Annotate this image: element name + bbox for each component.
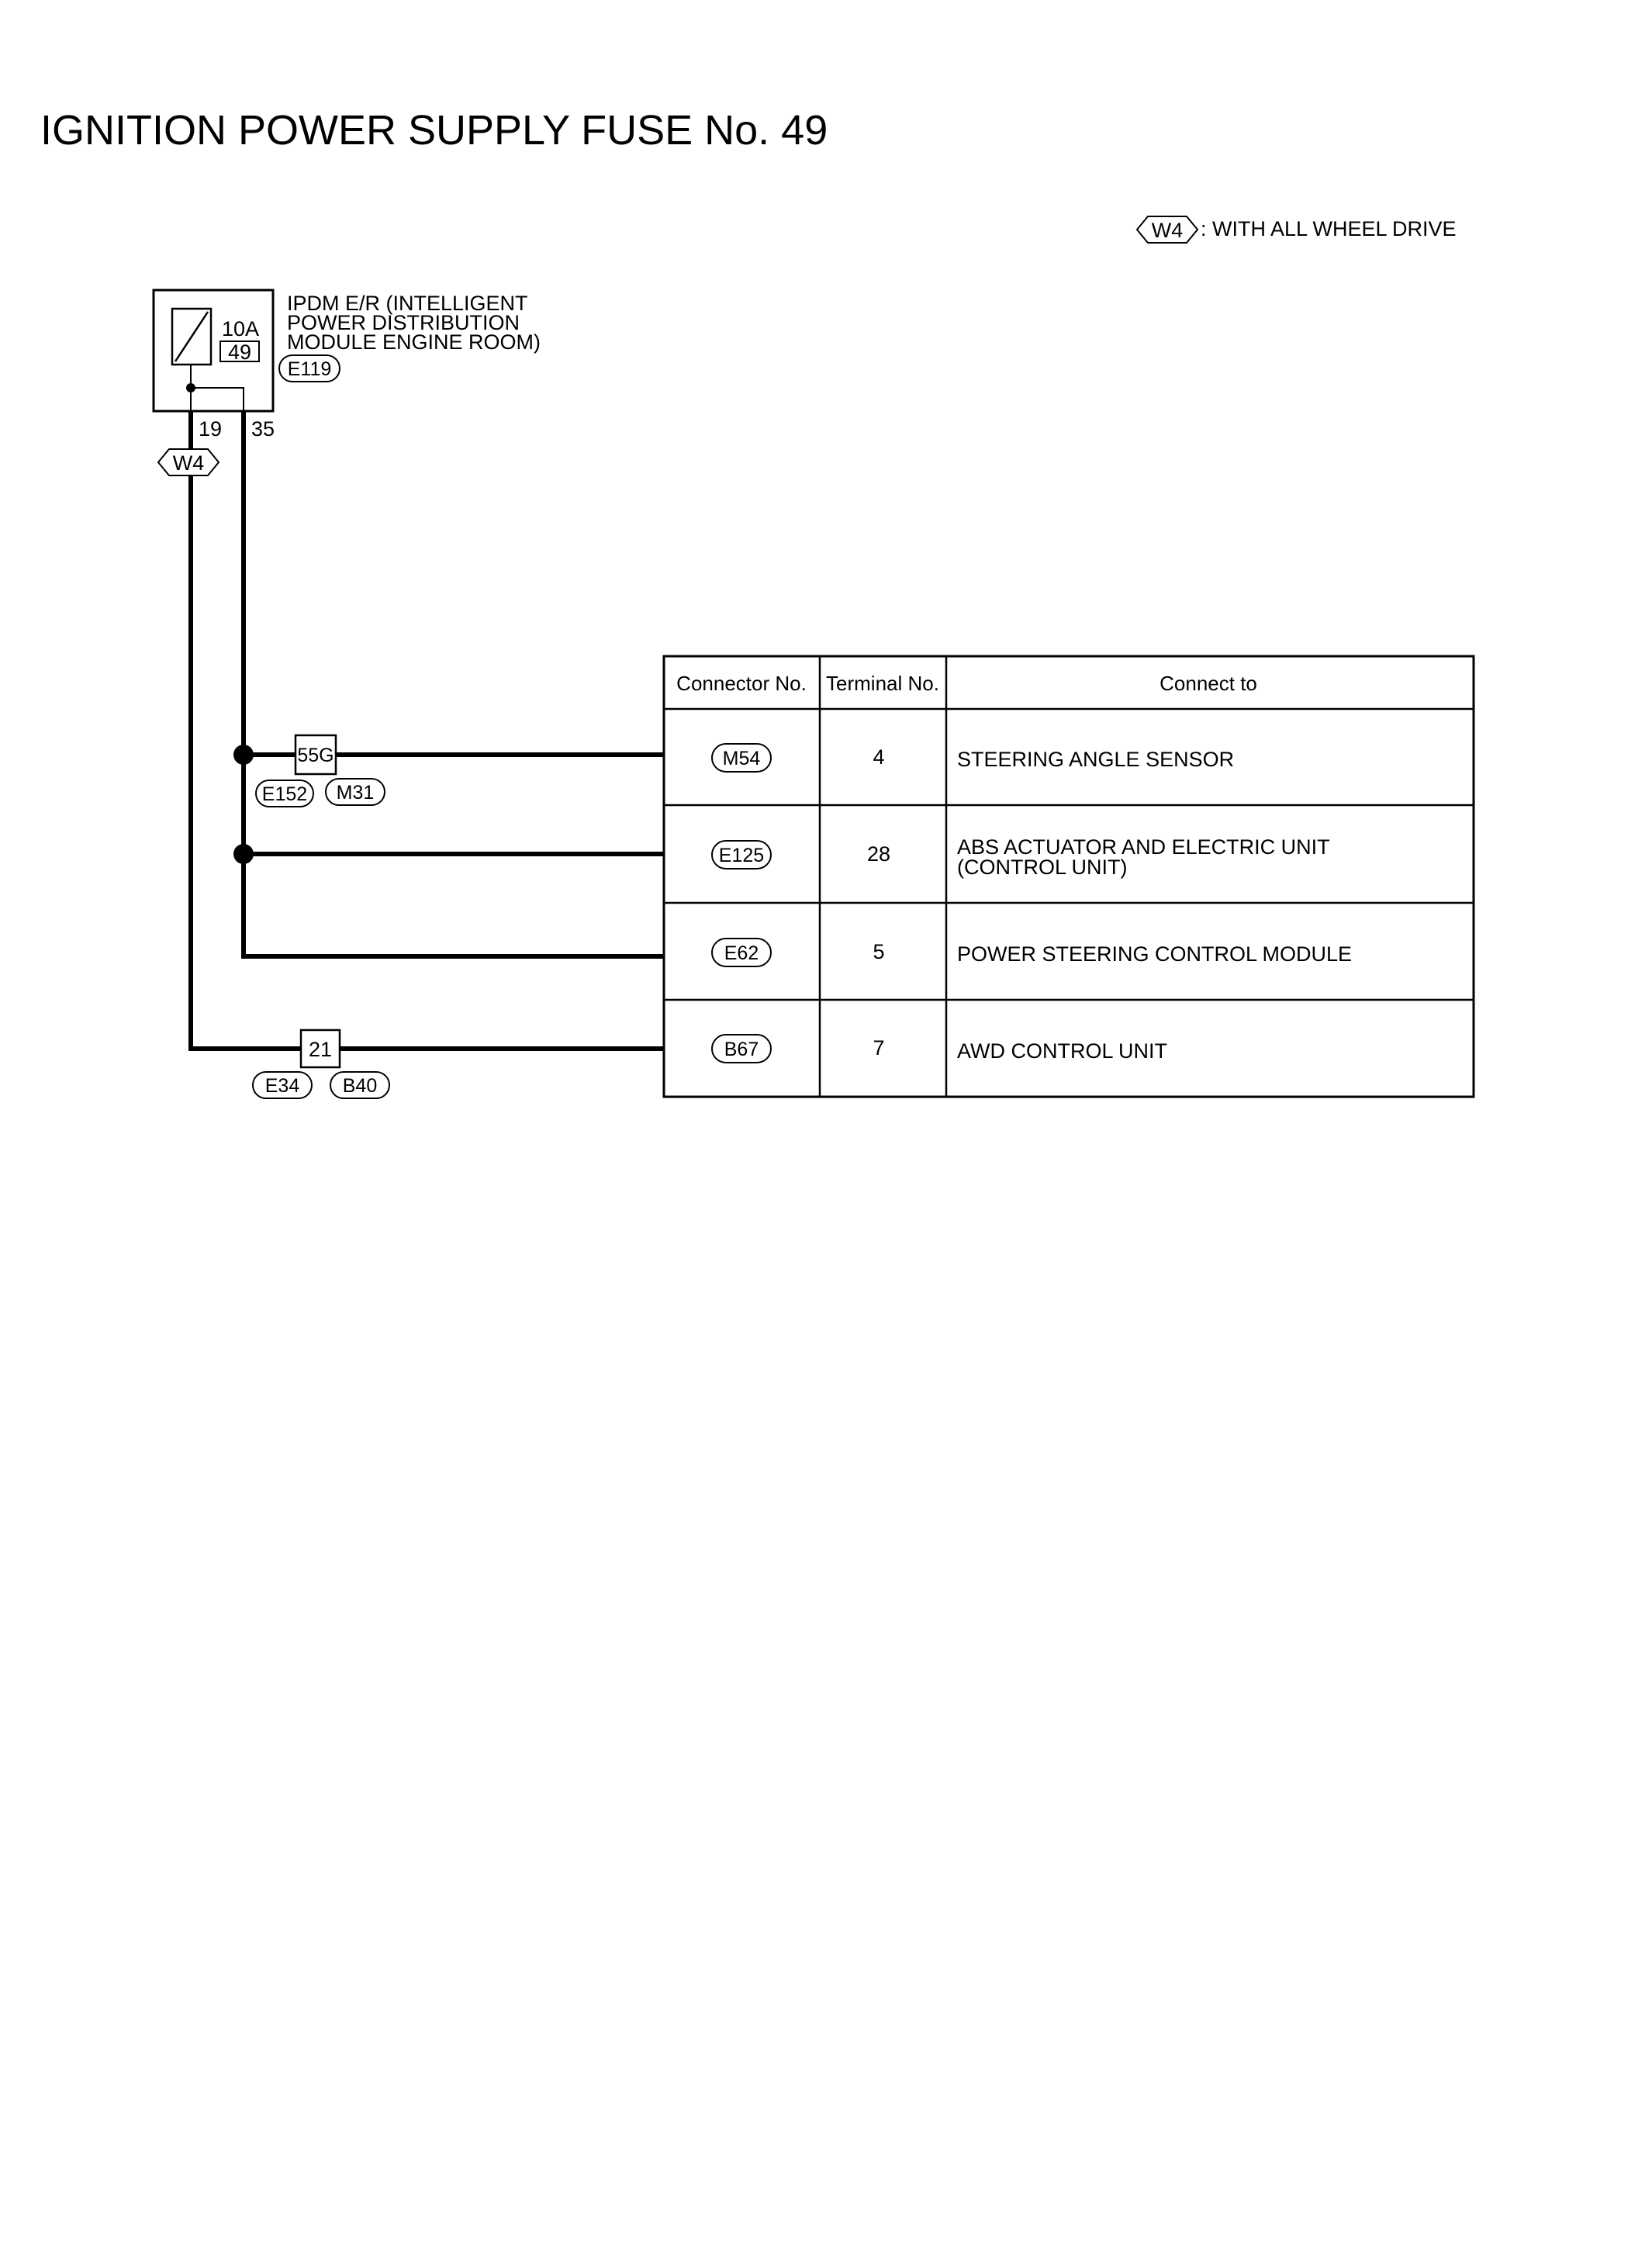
ipdm-connector-badge <box>278 354 340 382</box>
connect-to-label: STEERING ANGLE SENSOR <box>957 748 1234 771</box>
connector-code: M54 <box>723 748 761 769</box>
table-row: E62 5 POWER STEERING CONTROL MODULE <box>711 938 1352 967</box>
table-header-terminal: Terminal No. <box>826 672 939 695</box>
splice-junction-upper <box>233 745 254 765</box>
connector-badge <box>711 743 772 773</box>
connector-badge <box>711 1034 772 1063</box>
splice-connector-badge <box>325 778 385 806</box>
connector-code: B67 <box>724 1039 759 1060</box>
connector-badge <box>711 840 772 869</box>
ipdm-terminal-19: 19 <box>199 417 222 441</box>
ipdm-terminal-35: 35 <box>251 417 275 441</box>
legend: W4 : WITH ALL WHEEL DRIVE <box>1135 216 1457 244</box>
splice-connector-code: E152 <box>262 783 307 805</box>
connect-to-label: ABS ACTUATOR AND ELECTRIC UNIT <box>957 835 1330 859</box>
ipdm-internal-junction <box>186 383 195 392</box>
terminal-number: 4 <box>873 745 884 769</box>
splice-terminal-label: 55G <box>297 745 334 766</box>
legend-option-code: W4 <box>1152 219 1184 242</box>
connect-to-label: POWER STEERING CONTROL MODULE <box>957 942 1352 966</box>
connect-to-label: AWD CONTROL UNIT <box>957 1039 1167 1063</box>
page-title: IGNITION POWER SUPPLY FUSE No. 49 <box>40 107 828 154</box>
splice-terminal-box <box>294 734 337 776</box>
terminal-number: 7 <box>873 1036 884 1060</box>
fuse-number-box <box>219 341 260 362</box>
connector-code: E125 <box>719 845 764 866</box>
table-frame <box>662 655 1475 1098</box>
ipdm-name-line-2: POWER DISTRIBUTION <box>287 311 520 334</box>
connect-to-label-line-2: (CONTROL UNIT) <box>957 856 1127 879</box>
connector-code: E62 <box>724 942 759 964</box>
connector-badge <box>711 938 772 967</box>
connection-table: Connector No. Terminal No. Connect to M5… <box>662 655 1475 1098</box>
ipdm-name-line-3: MODULE ENGINE ROOM) <box>287 330 541 354</box>
ipdm-connector-code: E119 <box>288 358 332 380</box>
splice-junction-lower <box>233 844 254 864</box>
wire-terminal-19 <box>188 411 664 1051</box>
splice-connector-badge <box>252 1071 313 1099</box>
splice-terminal-box <box>299 1029 341 1069</box>
ipdm-box <box>152 289 275 413</box>
fuse-number: 49 <box>228 341 251 364</box>
w4-option-marker: W4 <box>157 448 220 476</box>
table-header-connector: Connector No. <box>676 672 807 695</box>
w4-badge-code: W4 <box>173 451 205 475</box>
w4-badge <box>157 448 220 476</box>
splice-connector-badge <box>255 780 314 807</box>
fuse-rating: 10A <box>222 317 259 341</box>
wire-terminal-35 <box>241 411 664 959</box>
fuse-symbol-slash <box>174 311 209 362</box>
splice-connector-code: E34 <box>265 1075 300 1097</box>
legend-option-badge <box>1135 216 1199 244</box>
splice-connector-21: 21 E34 B40 <box>252 1029 390 1099</box>
terminal-number: 28 <box>867 842 890 866</box>
ipdm-internal-branch <box>191 387 244 411</box>
terminal-number: 5 <box>873 940 884 963</box>
legend-description: : WITH ALL WHEEL DRIVE <box>1201 217 1457 240</box>
splice-connector-55g: 55G E152 M31 <box>255 734 385 807</box>
splice-terminal-label: 21 <box>309 1038 332 1061</box>
splice-connector-code: B40 <box>343 1075 377 1097</box>
table-row: E125 28 ABS ACTUATOR AND ELECTRIC UNIT (… <box>711 835 1330 879</box>
ipdm-module: 10A 49 IPDM E/R (INTELLIGENT POWER DISTR… <box>152 289 541 441</box>
table-row: M54 4 STEERING ANGLE SENSOR <box>711 743 1234 773</box>
table-row: B67 7 AWD CONTROL UNIT <box>711 1034 1167 1063</box>
ipdm-name-line-1: IPDM E/R (INTELLIGENT <box>287 292 528 315</box>
table-header-connect-to: Connect to <box>1160 672 1257 695</box>
splice-connector-code: M31 <box>337 782 375 804</box>
wires <box>188 411 664 1051</box>
splice-connector-badge <box>330 1071 390 1099</box>
